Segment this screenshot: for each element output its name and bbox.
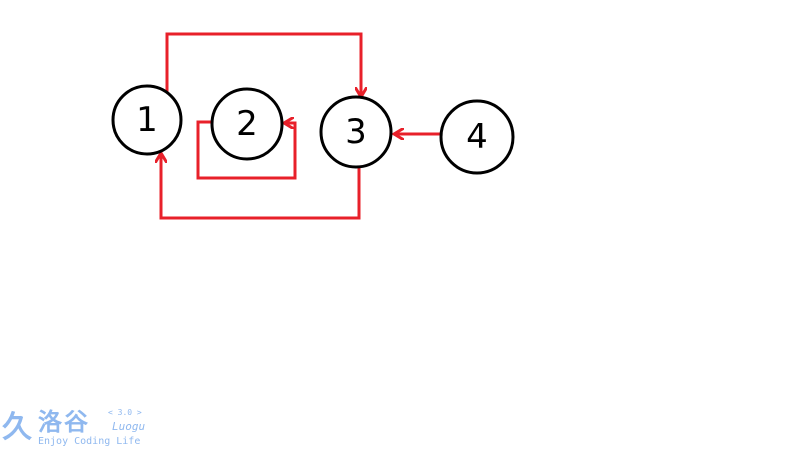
node-label: 2 — [236, 104, 258, 144]
node-label: 3 — [345, 112, 367, 152]
edge-2-self-loop — [196, 122, 297, 180]
node-2: 2 — [210, 87, 284, 161]
node-1: 1 — [111, 84, 183, 156]
logo-name-en: Luogu — [112, 420, 146, 433]
luogu-watermark: 久 洛谷 < 3.0 > Luogu Enjoy Coding Life — [2, 400, 162, 450]
logo-version: < 3.0 > — [108, 408, 142, 417]
node-label: 4 — [466, 117, 488, 157]
logo-mark: 久 — [2, 410, 32, 445]
node-label: 1 — [136, 100, 158, 140]
logo-name-cn: 洛谷 — [38, 408, 90, 436]
logo-tagline: Enjoy Coding Life — [38, 436, 141, 447]
edge-1-to-3 — [165, 32, 361, 97]
node-4: 4 — [439, 99, 515, 175]
edge-3-to-1 — [161, 153, 361, 220]
node-3: 3 — [319, 95, 393, 169]
